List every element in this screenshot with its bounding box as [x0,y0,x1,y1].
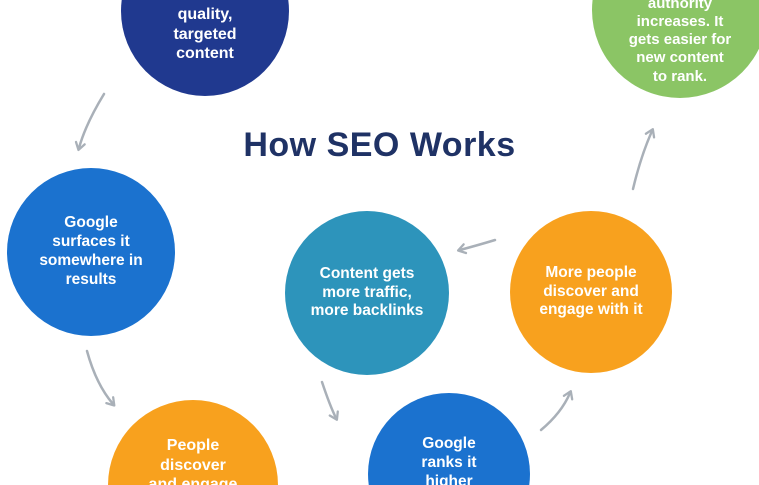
arrow-more-people-to-traffic [456,238,497,255]
node-text-line: quality, [177,6,233,24]
node-more-people-engage: More people discover and engage with it [510,211,672,373]
arrow-traffic-to-ranks [320,380,339,421]
node-text-line: discover and [543,282,639,300]
node-text-line: Google [64,214,118,232]
node-text-line: surfaces it [52,233,130,251]
node-text-line: higher [425,472,473,485]
node-text-line: engage with it [539,301,643,319]
node-google-surfaces: Google surfaces it somewhere in results [7,168,175,336]
node-people-discover: People discover and engage [108,400,278,485]
node-text-line: more backlinks [310,302,424,320]
node-publish-content: quality, targeted content [121,0,289,96]
node-text-line: to rank. [652,67,708,85]
node-text-line: targeted [173,25,237,43]
node-text-line: Content gets [319,264,415,282]
node-text-line: ranks it [421,453,477,471]
node-text-line: more traffic, [322,283,412,301]
node-google-ranks-higher: Google ranks it higher [368,393,530,485]
node-text-line: somewhere in [39,252,143,269]
node-content-traffic: Content gets more traffic, more backlink… [285,211,449,375]
node-authority-increases: authority increases. It gets easier for … [592,0,759,98]
node-text-line: content [176,45,234,63]
node-text-line: authority [647,0,713,12]
arrow-surfaces-to-people [85,349,116,407]
node-text-line: discover [160,456,226,474]
node-text-line: new content [636,49,724,67]
node-text-line: People [166,437,220,454]
node-text-line: gets easier for [628,31,732,49]
diagram-title: How SEO Works [243,126,516,164]
node-text-line: results [65,270,117,288]
node-text-line: increases. It [636,12,724,30]
arrow-ranks-to-more-people [539,390,574,432]
node-text-line: and engage [148,476,238,485]
node-text-line: Google [422,435,476,452]
node-text-line: More people [545,263,637,281]
